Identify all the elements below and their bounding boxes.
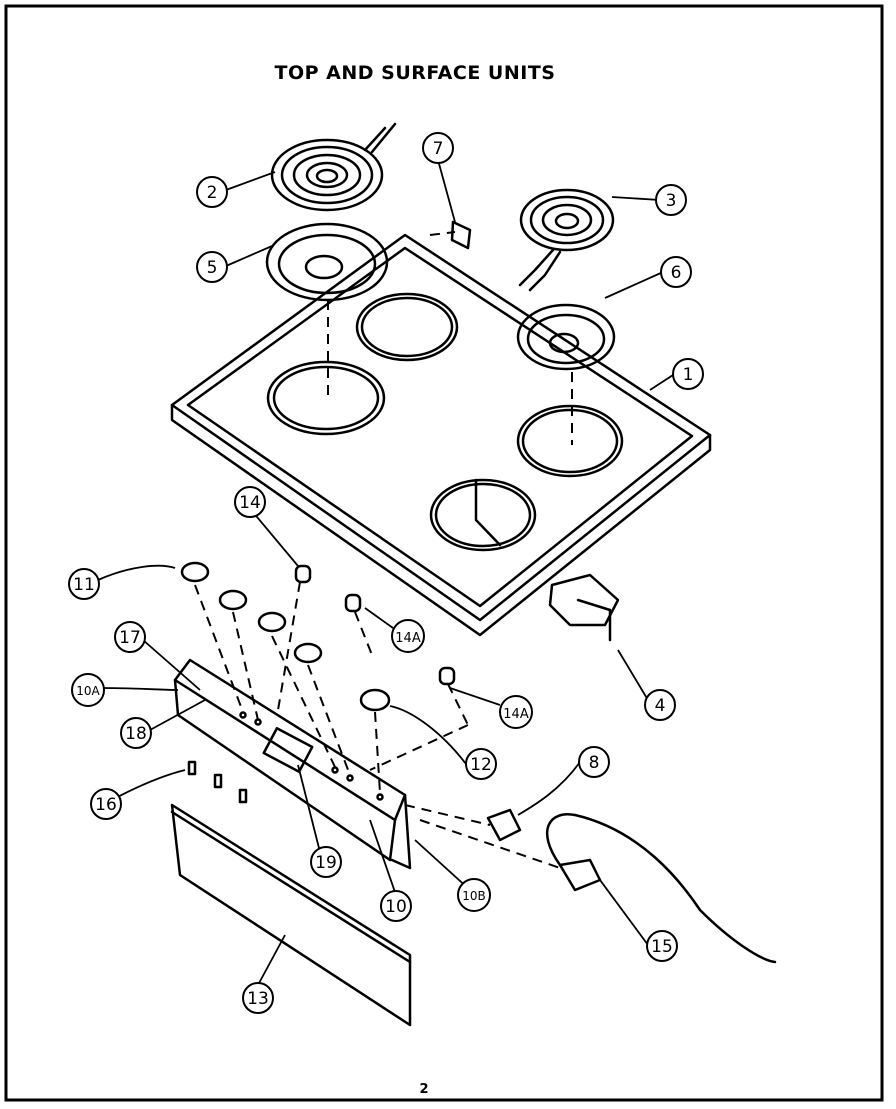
- svg-text:18: 18: [125, 724, 147, 744]
- wire-harness-cord: [546, 812, 777, 964]
- indicator-light-14: [294, 564, 312, 584]
- callout-17: 17: [114, 621, 146, 653]
- infinite-switch: [486, 808, 522, 842]
- callout-4: 4: [644, 689, 676, 721]
- callout-6: 6: [660, 256, 692, 288]
- callout-8: 8: [578, 746, 610, 778]
- indicator-light-14a-upper: [344, 593, 362, 613]
- callout-14a-lower: 14A: [499, 695, 533, 729]
- svg-text:2: 2: [207, 183, 218, 203]
- wire-harness-plug: [558, 858, 602, 892]
- svg-text:5: 5: [207, 258, 218, 278]
- screw-16c: [238, 788, 248, 804]
- control-panel: [173, 658, 412, 870]
- callout-15: 15: [646, 930, 678, 962]
- page-border: [4, 4, 884, 1102]
- callout-7: 7: [422, 132, 454, 164]
- svg-text:3: 3: [666, 191, 677, 211]
- callout-3: 3: [655, 184, 687, 216]
- diagram-title: TOP AND SURFACE UNITS: [274, 62, 556, 84]
- screw-16b: [213, 773, 223, 789]
- callout-14a-upper: 14A: [391, 619, 425, 653]
- callout-2: 2: [196, 176, 228, 208]
- svg-text:10: 10: [385, 897, 407, 917]
- indicator-light-14a-lower: [438, 666, 456, 686]
- callout-12: 12: [465, 748, 497, 780]
- callout-5: 5: [196, 251, 228, 283]
- terminal-block: [548, 573, 620, 627]
- callout-14: 14: [234, 486, 266, 518]
- surface-unit-large: [270, 122, 397, 212]
- svg-text:10B: 10B: [462, 889, 486, 903]
- screw-16a: [187, 760, 197, 776]
- svg-text:14A: 14A: [503, 707, 529, 722]
- svg-text:10A: 10A: [76, 684, 100, 698]
- svg-text:13: 13: [247, 989, 269, 1009]
- callout-18: 18: [120, 717, 152, 749]
- svg-text:6: 6: [671, 263, 682, 283]
- callout-labels: 2 5 7 3 6 1 4 14 11 14A 17 10A 14A 18 12…: [68, 132, 704, 1014]
- callout-10a: 10A: [71, 673, 105, 707]
- svg-text:7: 7: [433, 139, 444, 159]
- page-number: 2: [419, 1082, 429, 1097]
- svg-text:12: 12: [470, 755, 492, 775]
- svg-text:15: 15: [651, 937, 673, 957]
- callout-10: 10: [380, 890, 412, 922]
- svg-text:11: 11: [73, 575, 95, 595]
- svg-text:14: 14: [239, 493, 261, 513]
- svg-text:19: 19: [315, 853, 337, 873]
- drip-pan-small: [516, 303, 616, 371]
- cooktop-frame: [170, 233, 712, 637]
- terminal-block-bracket: [450, 220, 472, 250]
- callout-13: 13: [242, 982, 274, 1014]
- callout-10b: 10B: [457, 878, 491, 912]
- svg-text:1: 1: [683, 365, 694, 385]
- surface-unit-small: [518, 188, 615, 292]
- svg-text:16: 16: [95, 795, 117, 815]
- svg-text:4: 4: [655, 696, 666, 716]
- svg-text:8: 8: [589, 753, 600, 773]
- svg-text:17: 17: [119, 628, 141, 648]
- callout-11: 11: [68, 568, 100, 600]
- trim-strip: [170, 803, 412, 1027]
- control-knobs: [180, 561, 391, 712]
- callout-19: 19: [310, 846, 342, 878]
- callout-16: 16: [90, 788, 122, 820]
- callout-1: 1: [672, 358, 704, 390]
- svg-text:14A: 14A: [395, 631, 421, 646]
